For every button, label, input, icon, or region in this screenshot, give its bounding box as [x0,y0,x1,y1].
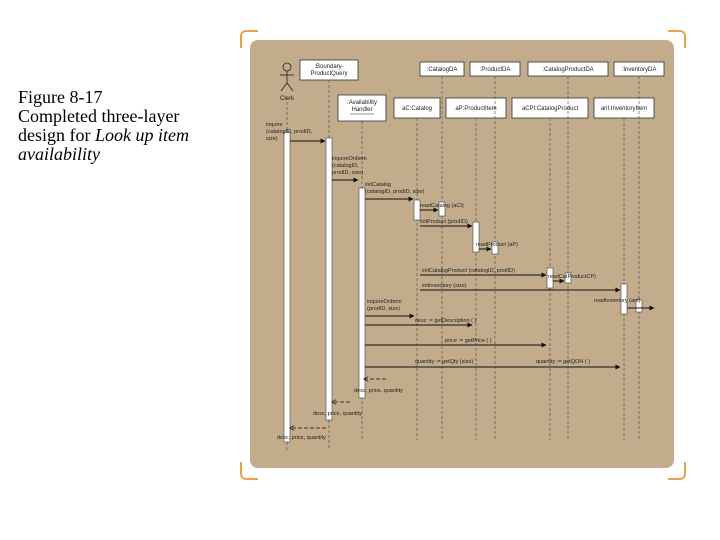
box-label: :CatalogProductDA [542,67,593,73]
box-label: :CatalogDA [427,67,458,73]
message-label: initCatalog [365,182,391,188]
corner-bracket-top-left [240,30,258,48]
message-label: desc, price, quantity [313,411,362,417]
message-label: readInventory (anI) [594,298,641,304]
message-label: (catalogID, prodID, [266,129,313,135]
box-label: :ProductDA [480,67,511,73]
message-label: inquire [266,122,283,128]
message-label: readProduct (aP) [476,242,518,248]
box-label: :Boundary- [314,64,343,70]
actor-label: Clerk [280,96,295,102]
caption-figure-number: Figure 8-17 [18,87,103,107]
message-label: quantity := getQOH ( ) [536,359,590,365]
lifelines [286,76,640,450]
box-label: anI:InventoryItem [601,106,647,112]
corner-bracket-top-right [668,30,686,48]
top-boxes: :Boundary- ProductQuery :CatalogDA :Prod… [299,59,665,81]
message-label: inquireOnItem [332,156,367,162]
caption-use-case-cont: availability [18,144,100,164]
message-label: (catalogID, [332,163,359,169]
message-label: quantity := getQty (size) [415,359,473,365]
box-label: :InventoryDA [622,67,657,73]
sequence-diagram: Clerk :Boundary- ProductQuery :CatalogDA… [266,59,665,450]
message-label: prodID, size) [332,170,363,176]
boundary-product-query-box [299,59,359,81]
message-label: size) [266,136,278,142]
availability-handler-box [337,94,387,122]
caption-title-line: Completed three-layer [18,106,180,126]
message-label: initCatalogProduct (catalogID, prodID) [422,268,515,274]
box-label: Handler [351,107,372,113]
box-label: aP:ProductItem [455,106,496,112]
corner-bracket-bottom-right [668,462,686,480]
message-label: price := getPrice ( ) [445,338,492,344]
figure-caption: Figure 8-17 Completed three-layer design… [18,88,243,164]
lifeline-boxes: :Availability Handler aC:Catalog aP:Prod… [337,94,655,122]
message-label: readCatProductCP) [548,274,596,280]
message-label: desc, price, quantity [354,388,403,394]
box-label: aC:Catalog [402,106,432,112]
activation-bars [283,131,643,443]
message-label: desc, price, quantity [277,435,326,441]
message-label: readCatalog (aCI) [420,203,464,209]
message-label: initProduct (prodID) [420,219,468,225]
box-label: :Availability [347,100,377,106]
message-label: initInventory (size) [422,283,467,289]
actor-clerk: Clerk [280,62,295,102]
message-label: desc := getDescription ( ) [415,318,476,324]
caption-use-case: Look up item [94,125,189,145]
box-label: aCPI:CatalogProduct [522,106,579,112]
caption-title-line-3: design for Look up item [18,126,243,145]
message-label: (prodID, size) [367,306,400,312]
message-label: inquireOnItem [367,299,402,305]
message-label: (catalogID, prodID, size) [365,189,424,195]
box-label: ProductQuery [310,71,347,77]
caption-prefix: design for [18,125,95,145]
messages: inquire (catalogID, prodID, size) inquir… [266,122,655,441]
corner-bracket-bottom-left [240,462,258,480]
